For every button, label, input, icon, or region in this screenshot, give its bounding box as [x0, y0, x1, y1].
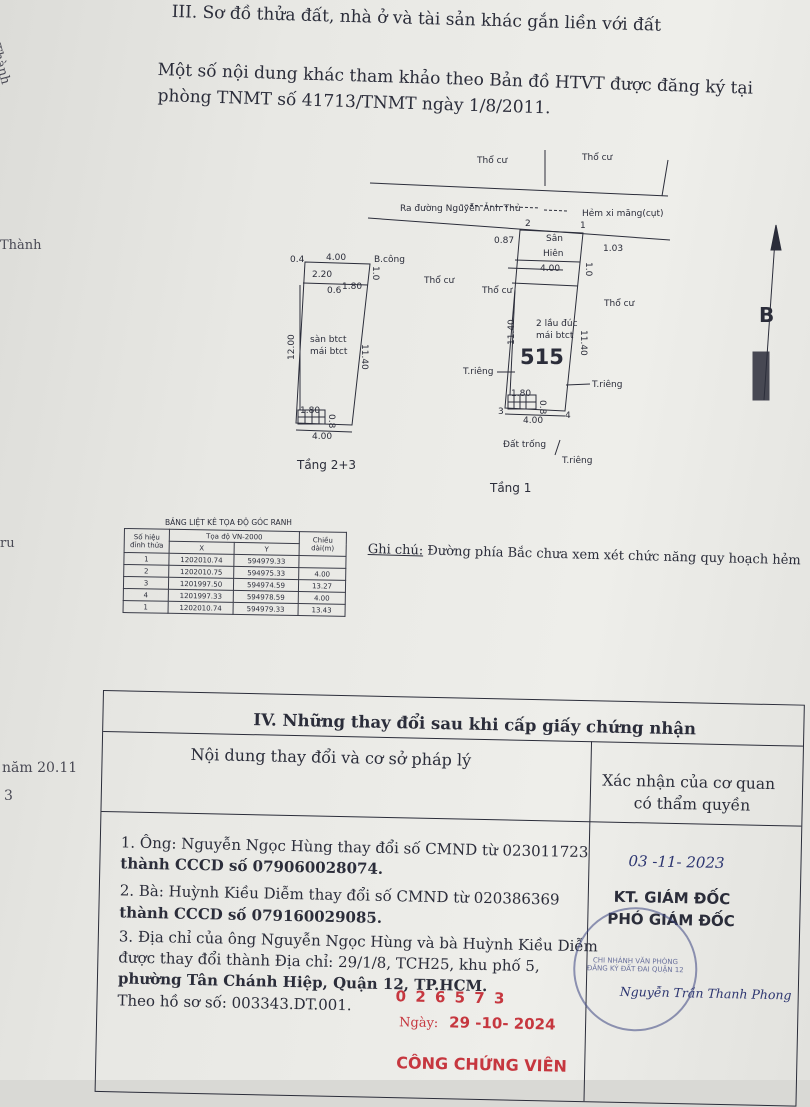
dim-180-f1: 1.80: [511, 389, 531, 399]
dim-1140-f23: 11.40: [359, 344, 369, 370]
floor-23-label: Tầng 2+3: [296, 458, 356, 472]
dim-1140-f1-right: 11.40: [578, 330, 588, 356]
col-header-content: Nội dung thay đổi và cơ sở pháp lý: [190, 744, 472, 770]
change-line-8: Theo hồ sơ số: 003343.DT.001.: [117, 991, 352, 1015]
label-san: Sân: [546, 234, 563, 244]
note-label: Ghi chú:: [367, 542, 424, 559]
cell-x: 1201997.50: [168, 577, 234, 591]
margin-text-mid: Thành: [0, 238, 42, 253]
dim-1200: 12.00: [287, 334, 297, 360]
dim-10-f1: 1.0: [583, 262, 593, 277]
dim-220: 2.20: [312, 270, 332, 280]
north-label: B: [759, 303, 774, 327]
dim-04: 0.4: [290, 255, 305, 265]
coord-header-x: X: [169, 541, 235, 555]
floor-desc-1: sàn btct: [310, 335, 347, 345]
label-tho-cu-4: Thổ cư: [603, 298, 636, 309]
dim-1140-f1-left: 11.40: [507, 319, 517, 345]
corner-3: 3: [498, 407, 504, 417]
cell-x: 1202010.74: [168, 601, 234, 615]
cell-y: 594975.33: [233, 566, 299, 580]
dim-180-f23-top: 1.80: [342, 282, 362, 292]
cell-no: 1: [123, 552, 170, 566]
cell-x: 1202010.75: [168, 565, 234, 579]
floor-desc-2: mái btct: [310, 347, 348, 357]
dim-08-f23: 0.8: [326, 414, 336, 429]
signer-title-1: KT. GIÁM ĐỐC: [613, 887, 731, 909]
margin-date: năm 20.11: [2, 760, 78, 776]
note-text: Đường phía Bắc chưa xem xét chức năng qu…: [423, 543, 801, 569]
label-t-rieng-1: T.riêng: [462, 366, 493, 377]
notary-stamp: CÔNG CHỨNG VIÊN: [396, 1053, 568, 1076]
coord-header-y: Y: [234, 542, 300, 556]
corner-1: 1: [580, 221, 586, 231]
stamp-date-label: Ngày:: [398, 1015, 439, 1032]
label-alley: Hẻm xi măng(cụt): [582, 208, 664, 219]
label-tho-cu-3: Thổ cư: [481, 285, 514, 296]
dim-08-f1: 0.8: [537, 400, 547, 415]
stamp-serial: 0 2 6 5 7 3: [395, 987, 507, 1008]
coord-table-title: BẢNG LIỆT KÊ TỌA ĐỘ GÓC RANH: [165, 518, 292, 527]
col-header-confirm-1: Xác nhận của cơ quan: [602, 771, 776, 794]
dim-400-f23-bottom: 4.00: [312, 432, 332, 442]
dim-400-f1-bottom: 4.00: [523, 416, 543, 426]
label-tho-cu-1: Thổ cư: [476, 155, 509, 166]
label-dat-trong: Đất trống: [503, 439, 546, 450]
changes-section: IV. Những thay đổi sau khi cấp giấy chứn…: [94, 690, 805, 1107]
dim-06: 0.6: [327, 286, 342, 296]
cell-len: 4.00: [298, 567, 346, 581]
label-t-rieng-2: T.riêng: [591, 379, 622, 390]
lot-desc-2: mái btct: [536, 331, 574, 341]
corner-4: 4: [565, 411, 571, 421]
label-t-rieng-3: T.riêng: [561, 455, 592, 466]
cell-y: 594979.33: [233, 602, 299, 616]
label-road: Ra đường Nguyễn Ảnh Thủ: [400, 202, 521, 214]
margin-text-lower: ru: [0, 536, 15, 551]
col-header-confirm-2: có thẩm quyền: [633, 794, 751, 815]
label-hien: Hiên: [543, 248, 564, 259]
cell-len: 4.00: [298, 591, 346, 605]
table-row: 1 1202010.74 594979.33 13.43: [123, 600, 346, 617]
change-line-2: thành CCCD số 079060028074.: [120, 854, 384, 878]
coord-table: Số hiệu đỉnh thửa Tọa độ VN-2000 Chiều d…: [123, 528, 347, 617]
dim-10-f23: 1.0: [370, 266, 380, 281]
cell-no: 2: [123, 564, 169, 578]
round-stamp-text: CHI NHÁNH VĂN PHÒNG ĐĂNG KÝ ĐẤT ĐAI QUẬN…: [586, 956, 684, 975]
cell-len: 13.43: [297, 603, 346, 617]
land-plot-sketch: Thổ cư Thổ cư Ra đường Nguyễn Ảnh Thủ Hẻ…: [287, 150, 782, 495]
change-line-4: thành CCCD số 079160029085.: [119, 903, 383, 927]
lot-desc-1: 2 lầu đúc: [536, 318, 578, 329]
corner-2: 2: [525, 219, 531, 229]
divider: [583, 741, 593, 1102]
cell-x: 1201997.33: [168, 589, 234, 603]
official-round-stamp: CHI NHÁNH VĂN PHÒNG ĐĂNG KÝ ĐẤT ĐAI QUẬN…: [571, 905, 699, 1033]
cell-y: 594974.59: [233, 578, 299, 592]
label-tho-cu-5: Thổ cư: [423, 275, 456, 286]
label-tho-cu-2: Thổ cư: [581, 152, 614, 163]
dim-400-f1-top: 4.00: [540, 264, 560, 274]
cell-no: 3: [123, 576, 169, 590]
dim-400-f23-top: 4.00: [326, 253, 346, 263]
coord-header-no: Số hiệu đỉnh thửa: [124, 528, 170, 554]
cell-no: 4: [123, 588, 169, 602]
note: Ghi chú: Đường phía Bắc chưa xem xét chứ…: [368, 542, 801, 568]
changes-title: IV. Những thay đổi sau khi cấp giấy chứn…: [253, 710, 697, 739]
dim-180-f23-bottom: 1.80: [300, 406, 320, 416]
coord-header-len: Chiều dài(m): [299, 531, 347, 557]
cell-no: 1: [123, 600, 169, 614]
floor-1-label: Tầng 1: [489, 481, 531, 495]
cell-len: 13.27: [298, 579, 346, 593]
confirm-date: 03 -11- 2023: [628, 852, 725, 873]
dim-087: 0.87: [494, 236, 514, 246]
margin-mark: 3: [4, 788, 13, 804]
lot-number: 515: [520, 345, 564, 369]
cell-len: [298, 555, 347, 569]
cell-y: 594978.59: [233, 590, 299, 604]
stamp-date: 29 -10- 2024: [448, 1013, 556, 1034]
cell-x: 1202010.74: [168, 553, 235, 567]
label-bcong: B.công: [374, 254, 405, 265]
dim-103: 1.03: [603, 244, 623, 254]
cell-y: 594979.33: [233, 554, 300, 568]
